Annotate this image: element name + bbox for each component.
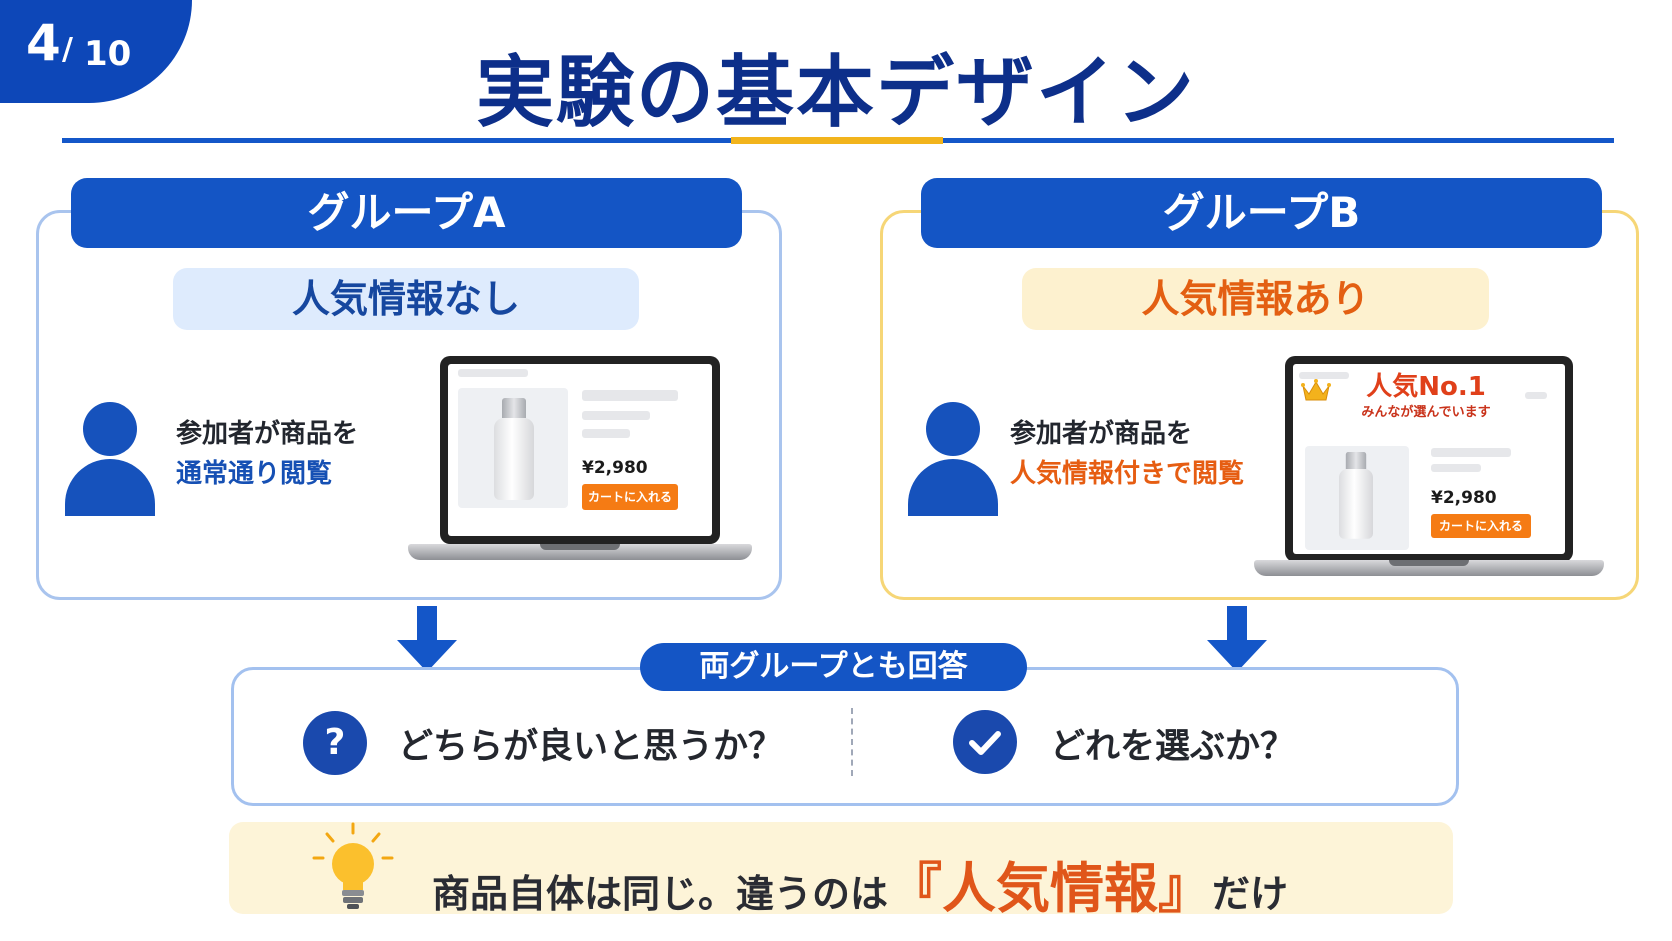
group-b-condition: 人気情報あり [1022,268,1489,330]
popularity-badge: 人気No.1 みんなが選んでいます [1331,370,1521,422]
popularity-badge-title: 人気No.1 [1366,372,1486,402]
participant-icon [65,402,155,516]
group-a-header: グループA [71,178,742,248]
popularity-badge-subtitle: みんなが選んでいます [1361,405,1491,420]
down-arrow-icon [1207,606,1267,672]
slide-title: 実験の基本デザイン [475,48,1196,138]
page-current: 4 [26,14,61,72]
product-price: ¥2,980 [582,458,648,478]
laptop-a-screen: ¥2,980 カートに入れる [440,356,720,544]
laptop-a-base [408,544,752,560]
question-icon: ? [303,711,367,775]
laptop-b-base [1254,560,1604,576]
page-separator: / [62,32,73,67]
product-price: ¥2,980 [1431,488,1497,508]
lightbulb-icon [312,822,394,909]
participant-icon [908,402,998,516]
group-a-description: 参加者が商品を 通常通り閲覧 [176,414,358,494]
down-arrow-icon [397,606,457,672]
note-before: 商品自体は同じ。違うのは [432,872,889,916]
note-text: 商品自体は同じ。違うのは『人気情報』だけ [432,844,1288,923]
laptop-b-screen: 人気No.1 みんなが選んでいます ¥2,980 カートに入れる [1285,356,1573,562]
group-a-desc-line2: 通常通り閲覧 [176,459,333,489]
page-number-badge: 4 / 10 [0,0,192,103]
group-b-description: 参加者が商品を 人気情報付きで閲覧 [1010,414,1244,494]
group-b-desc-line2: 人気情報付きで閲覧 [1010,459,1245,489]
note-highlight: 人気情報 [942,857,1159,920]
add-to-cart-button[interactable]: カートに入れる [582,484,678,510]
answer-divider [851,708,853,776]
page-total: 10 [84,34,132,74]
question-choice: どれを選ぶか？ [1050,727,1296,767]
question-preference: どちらが良いと思うか？ [398,727,784,767]
product-image [1305,446,1409,550]
group-b-desc-line1: 参加者が商品を [1010,419,1193,449]
note-banner [229,822,1453,914]
crown-icon [1301,379,1331,401]
answer-tag: 両グループとも回答 [640,643,1027,691]
group-a-condition: 人気情報なし [173,268,639,330]
check-icon [953,710,1017,774]
note-open-bracket: 『 [888,857,943,920]
group-a-desc-line1: 参加者が商品を [176,419,359,449]
group-b-header: グループB [921,178,1602,248]
note-close-bracket: 』 [1158,857,1213,920]
title-underline-accent [731,137,943,144]
product-image [458,388,568,508]
add-to-cart-button[interactable]: カートに入れる [1431,514,1531,538]
note-after: だけ [1212,872,1289,916]
